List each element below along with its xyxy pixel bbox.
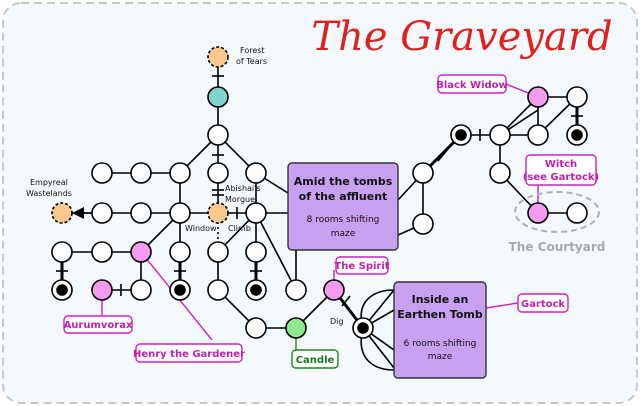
climb-label: Climb (228, 224, 251, 233)
empyreal-label-1: Empyreal (30, 178, 68, 187)
exit-forest-node (207, 46, 229, 68)
earthen-tomb-title-2: Earthen Tomb (397, 308, 483, 321)
empyreal-label-2: Wastelands (26, 189, 72, 198)
henry-label: Henry the Gardener (133, 349, 245, 360)
gartock-label: Gartock (521, 299, 565, 310)
tag-witch: Witch (see Gartock) (523, 154, 599, 186)
map-node (169, 202, 191, 224)
exit-dot (571, 129, 583, 141)
tombs-affluent-sub-1: 8 rooms shifting (307, 215, 380, 225)
witch-label-2: (see Gartock) (523, 172, 599, 183)
map-node (245, 162, 267, 184)
map-node (207, 279, 229, 301)
map-node (207, 241, 229, 263)
spirit-label: The Spirit (334, 261, 389, 272)
map-node (91, 162, 113, 184)
tag-the-spirit: The Spirit (334, 256, 390, 275)
dig-label: Dig (330, 317, 343, 326)
map-node (566, 86, 588, 108)
abishai-label-2: Morgue (225, 195, 255, 204)
window-label: Window (185, 224, 217, 233)
map-node (412, 213, 434, 235)
candle-node (285, 317, 307, 339)
black-widow-node (527, 86, 549, 108)
map-node (489, 162, 511, 184)
aurumvorax-node (91, 279, 113, 301)
map-node (412, 162, 434, 184)
witch-node (527, 202, 549, 224)
map-node (130, 162, 152, 184)
map-title: The Graveyard (311, 14, 612, 60)
map-node (91, 241, 113, 263)
bullseye-nodes (51, 124, 588, 339)
exit-dot (250, 284, 262, 296)
courtyard-label: The Courtyard (509, 240, 606, 254)
tombs-affluent-title-1: Amid the tombs (294, 175, 393, 188)
spirit-node (323, 279, 345, 301)
map-node (527, 124, 549, 146)
map-node (130, 279, 152, 301)
exit-dot (455, 129, 467, 141)
exit-dot (56, 284, 68, 296)
tag-candle: Candle (291, 349, 339, 369)
map-node (245, 317, 267, 339)
henry-node (130, 241, 152, 263)
abishai-label-1: Abishai's (225, 184, 261, 193)
map-node (169, 241, 191, 263)
tombs-affluent-sub-2: maze (331, 229, 356, 239)
map-node (245, 241, 267, 263)
witch-label-1: Witch (545, 159, 577, 170)
tag-gartock: Gartock (517, 293, 569, 313)
exit-empyreal-node (51, 202, 73, 224)
map-node (566, 202, 588, 224)
map-node (489, 124, 511, 146)
earthen-tomb-sub-1: 6 rooms shifting (404, 339, 477, 349)
map-node (285, 279, 307, 301)
tag-aurumvorax: Aurumvorax (63, 315, 133, 334)
map-nodes (51, 46, 588, 339)
map-node (207, 124, 229, 146)
forest-label-2: of Tears (236, 57, 267, 66)
tombs-affluent-title-2: of the affluent (299, 190, 388, 203)
map-node (130, 202, 152, 224)
room-earthen-tomb: Inside an Earthen Tomb 6 rooms shifting … (393, 281, 487, 379)
candle-label: Candle (296, 355, 335, 366)
courtyard-boundary (514, 191, 600, 233)
map-node (169, 162, 191, 184)
map-node (245, 202, 267, 224)
forest-label-1: Forest (240, 46, 265, 55)
teal-node (207, 86, 229, 108)
exit-dot (357, 322, 369, 334)
room-tombs-affluent: Amid the tombs of the affluent 8 rooms s… (287, 162, 399, 251)
tick-marks (56, 75, 583, 307)
exit-dot (174, 284, 186, 296)
aurumvorax-label: Aurumvorax (64, 320, 133, 331)
earthen-tomb-title-1: Inside an (412, 293, 469, 306)
black-widow-label: Black Widow (436, 80, 508, 91)
earthen-tomb-sub-2: maze (428, 352, 453, 362)
tag-henry: Henry the Gardener (133, 343, 245, 363)
tag-black-widow: Black Widow (436, 74, 508, 94)
map-node (51, 241, 73, 263)
abishai-morgue-node (207, 202, 229, 224)
map-node (207, 162, 229, 184)
map-node (91, 202, 113, 224)
